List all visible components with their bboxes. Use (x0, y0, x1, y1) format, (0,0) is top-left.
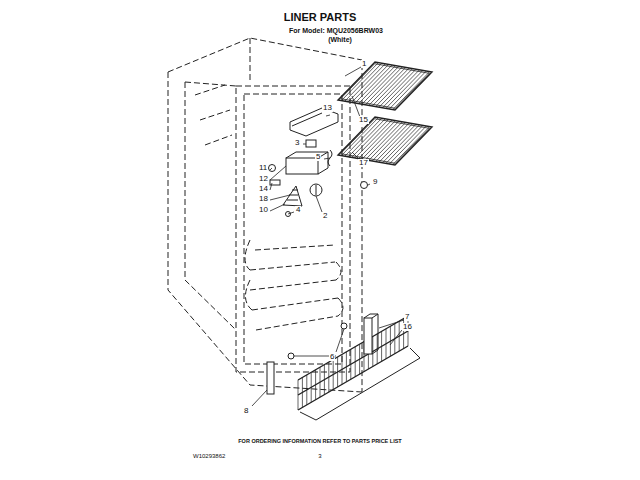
diagram-title: LINER PARTS (283, 12, 358, 23)
callout-number: 8 (243, 407, 249, 415)
callout-number: 5 (315, 153, 321, 161)
document-number: W10293862 (192, 453, 226, 459)
model-number: For Model: MQU2056BRW03 (288, 27, 384, 34)
callout-number: 16 (402, 323, 413, 331)
callout-number: 6 (329, 353, 335, 361)
callout-number: 7 (404, 313, 410, 321)
callout-number: 10 (258, 206, 269, 214)
callout-number: 3 (294, 139, 300, 147)
callout-number: 4 (295, 206, 301, 214)
callout-number: 1 (361, 60, 367, 68)
callout-number: 15 (358, 116, 369, 124)
callout-number: 13 (322, 104, 333, 112)
page-number: 3 (317, 453, 322, 459)
callout-number: 11 (258, 164, 268, 172)
footer-note: FOR ORDERING INFORMATION REFER TO PARTS … (237, 439, 402, 445)
callout-number: 18 (258, 195, 269, 203)
color-note: (White) (327, 36, 353, 43)
callout-number: 2 (322, 212, 328, 220)
callout-number: 12 (258, 175, 269, 183)
callout-number: 14 (258, 185, 269, 193)
callout-number: 9 (372, 178, 378, 186)
callout-number: 17 (358, 159, 369, 167)
